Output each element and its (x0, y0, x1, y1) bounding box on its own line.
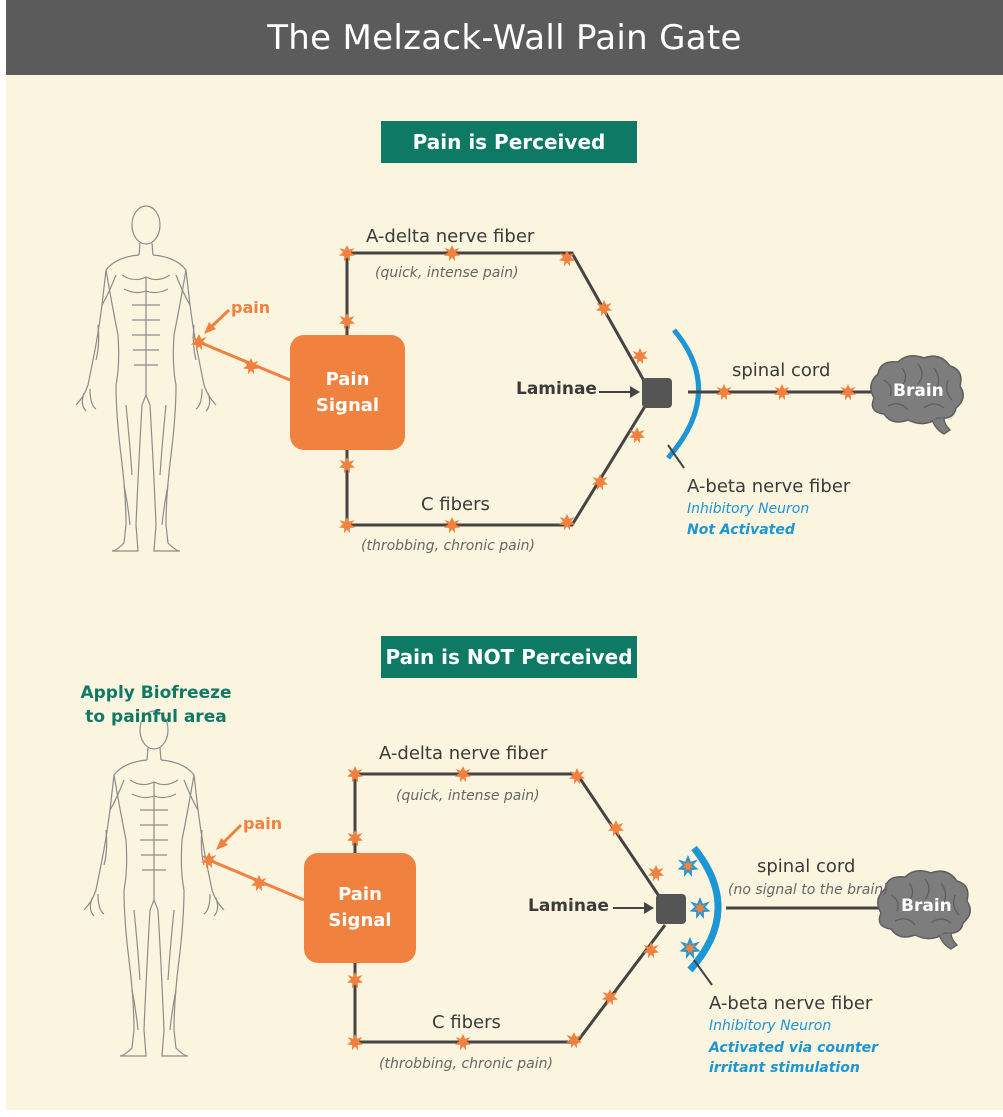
banner-pain-perceived: Pain is Perceived (381, 121, 637, 163)
diagram-svg (75, 205, 971, 1057)
a-delta-sub: (quick, intense pain) (375, 265, 519, 281)
inhibitory-status: Not Activated (687, 522, 795, 538)
a-beta-arc (666, 328, 702, 460)
apply-biofreeze-note: Apply Biofreeze to painful area (66, 681, 246, 729)
pain-label: pain (231, 298, 271, 317)
a-delta-label: A-delta nerve fiber (366, 226, 535, 247)
a-delta-label: A-delta nerve fiber (379, 743, 548, 764)
pain-label: pain (243, 814, 283, 833)
pain-signal-line2: Signal (328, 910, 392, 931)
banner-pain-not-perceived: Pain is NOT Perceived (381, 636, 637, 678)
inhibitory-status-line1: Activated via counter (709, 1040, 879, 1056)
a-beta-label: A-beta nerve fiber (709, 993, 873, 1014)
inhibitory-neuron-label: Inhibitory Neuron (687, 501, 810, 517)
a-beta-arc (687, 845, 722, 973)
page-title: The Melzack-Wall Pain Gate (6, 0, 1003, 75)
pain-signal-box: Pain Signal (304, 853, 416, 963)
human-figure-icon (75, 205, 217, 552)
laminae-square-icon (642, 378, 672, 408)
human-figure-icon (83, 710, 225, 1057)
pain-line (198, 340, 291, 382)
laminae-square-icon (656, 894, 686, 924)
pain-signal-line1: Pain (325, 368, 370, 390)
spinal-cord-sub: (no signal to the brain) (728, 882, 889, 898)
brain-label: Brain (901, 896, 952, 916)
inhibitory-neuron-label: Inhibitory Neuron (709, 1018, 832, 1034)
pain-signal-line1: Pain (338, 884, 382, 905)
a-delta-sub: (quick, intense pain) (396, 788, 540, 804)
spinal-cord-label: spinal cord (732, 360, 831, 381)
c-fibers-label: C fibers (421, 494, 490, 515)
brain-label: Brain (893, 381, 944, 401)
inhibitory-status-line2: irritant stimulation (709, 1060, 860, 1076)
laminae-label: Laminae (528, 896, 609, 916)
spinal-cord-label: spinal cord (757, 856, 856, 877)
a-beta-label: A-beta nerve fiber (687, 476, 851, 497)
a-delta-fiber-line (345, 251, 654, 396)
inhibition-burst-icon (689, 897, 711, 919)
c-fibers-sub: (throbbing, chronic pain) (361, 538, 535, 554)
c-fiber-line (345, 394, 654, 527)
pain-signal-box: Pain Signal (290, 335, 405, 450)
c-fibers-label: C fibers (432, 1012, 501, 1033)
diagram-canvas: The Melzack-Wall Pain Gate Pain is Perce… (6, 0, 1003, 1110)
inhibition-burst-icon (677, 855, 699, 877)
spark-icon (648, 865, 664, 882)
apply-note-line1: Apply Biofreeze (80, 683, 232, 703)
pain-signal-line2: Signal (315, 394, 380, 416)
c-fibers-sub: (throbbing, chronic pain) (379, 1056, 553, 1072)
apply-note-line2: to painful area (85, 707, 227, 727)
laminae-label: Laminae (516, 379, 597, 399)
